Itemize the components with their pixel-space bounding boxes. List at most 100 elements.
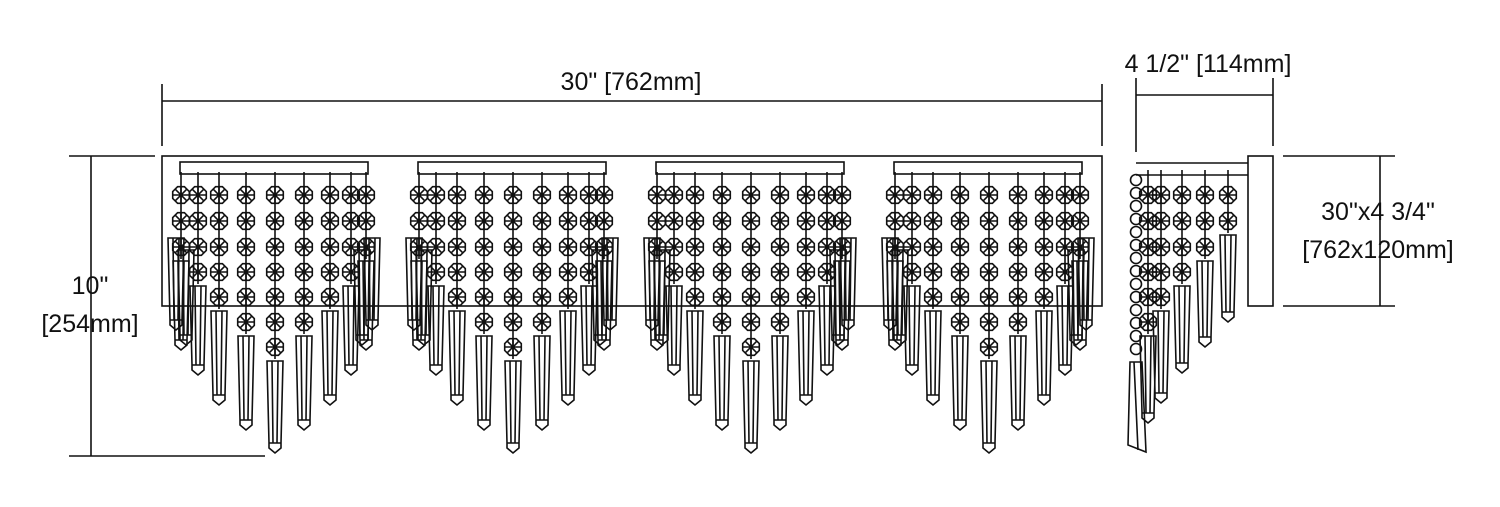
crystal-bead-facets	[1220, 187, 1236, 203]
crystal-bead	[558, 262, 578, 282]
crystal-bead	[923, 185, 943, 205]
crystal-bead-facets	[238, 264, 254, 280]
crystal-bead-facets	[772, 289, 788, 305]
crystal-bead-facets	[173, 187, 189, 203]
crystal-bead	[1008, 287, 1028, 307]
backplate-dimension: 30"x4 3/4" [762x120mm]	[1283, 155, 1454, 307]
crystal-bead	[532, 262, 552, 282]
crystal-bead-facets	[1197, 239, 1213, 255]
crystal-bead-facets	[505, 213, 521, 229]
crystal-bead-facets	[925, 289, 941, 305]
crystal-bead	[320, 185, 340, 205]
crystal-bead	[741, 211, 761, 231]
crystal-bead	[1008, 312, 1028, 332]
crystal-bead-facets	[649, 187, 665, 203]
crystal-bead-facets	[505, 187, 521, 203]
crystal-bead-facets	[581, 239, 597, 255]
crystal-bead	[685, 262, 705, 282]
crystal-bead-facets	[819, 187, 835, 203]
crystal-bead	[741, 237, 761, 257]
crystal-bead	[1055, 185, 1075, 205]
crystal-bead-facets	[476, 314, 492, 330]
crystal-bead-facets	[666, 239, 682, 255]
crystal-bead	[770, 287, 790, 307]
crystal-bead	[1218, 185, 1238, 205]
crystal-bead-facets	[1140, 314, 1156, 330]
crystal-bead-facets	[743, 289, 759, 305]
crystal-bead-facets	[687, 264, 703, 280]
crystal-bead-facets	[211, 264, 227, 280]
crystal-bead-facets	[358, 239, 374, 255]
crystal-bead	[885, 237, 905, 257]
crystal-bead-facets	[267, 314, 283, 330]
crystal-bead-facets	[1036, 187, 1052, 203]
crystal-bead-facets	[743, 264, 759, 280]
crystal-bead-facets	[981, 187, 997, 203]
crystal-bead	[409, 211, 429, 231]
crystal-bead	[265, 312, 285, 332]
crystal-bead	[265, 262, 285, 282]
crystal-bead-facets	[238, 289, 254, 305]
crystal-bead-facets	[296, 213, 312, 229]
crystal-bead-facets	[1036, 264, 1052, 280]
crystal-bead-facets	[952, 187, 968, 203]
crystal-bead-facets	[267, 239, 283, 255]
crystal-bead-facets	[322, 239, 338, 255]
crystal-bead-facets	[1036, 213, 1052, 229]
crystal-bead-facets	[1140, 239, 1156, 255]
crystal-bead	[503, 237, 523, 257]
crystal-bead-facets	[1174, 187, 1190, 203]
crystal-bead	[664, 262, 684, 282]
crystal-pendant	[1152, 310, 1170, 405]
crystal-bead	[685, 237, 705, 257]
crystal-bead	[320, 262, 340, 282]
crystal-bead-facets	[449, 213, 465, 229]
crystal-bead-facets	[714, 264, 730, 280]
crystal-bead-facets	[449, 264, 465, 280]
backplate-label-in: 30"x4 3/4"	[1321, 198, 1435, 226]
side-view	[1127, 155, 1274, 454]
crystal-bead	[1151, 211, 1171, 231]
crystal-bead	[532, 237, 552, 257]
crystal-bead-facets	[798, 289, 814, 305]
crystal-bead	[356, 211, 376, 231]
crystal-bead-facets	[981, 314, 997, 330]
crystal-bead	[923, 262, 943, 282]
crystal-bead-facets	[743, 187, 759, 203]
crystal-bead	[294, 312, 314, 332]
crystal-bead-facets	[190, 187, 206, 203]
crystal-bead-facets	[925, 187, 941, 203]
crystal-bead	[1034, 237, 1054, 257]
crystal-bead	[188, 262, 208, 282]
crystal-bead-facets	[343, 264, 359, 280]
crystal-bead-facets	[666, 213, 682, 229]
crystal-bead	[474, 312, 494, 332]
crystal-bead-facets	[1010, 289, 1026, 305]
crystal-bead	[664, 237, 684, 257]
crystal-bead-facets	[505, 314, 521, 330]
crystal-bead	[426, 262, 446, 282]
chain-link	[1129, 199, 1143, 213]
crystal-bead-facets	[1140, 187, 1156, 203]
crystal-bead-facets	[449, 289, 465, 305]
crystal-bead	[188, 185, 208, 205]
crystal-bead	[1008, 185, 1028, 205]
crystal-bead	[950, 312, 970, 332]
crystal-bead	[209, 185, 229, 205]
crystal-bead-facets	[476, 264, 492, 280]
crystal-bead	[817, 185, 837, 205]
crystal-pendant	[342, 285, 360, 377]
crystal-bead	[171, 185, 191, 205]
crystal-bead	[558, 237, 578, 257]
crystal-pendant	[818, 285, 836, 377]
crystal-bead	[356, 185, 376, 205]
crystal-bead	[741, 312, 761, 332]
crystal-bead	[685, 287, 705, 307]
crystal-bead	[712, 287, 732, 307]
crystal-bead-facets	[560, 239, 576, 255]
height-label-in: 10"	[72, 272, 109, 300]
side-arm	[1136, 162, 1248, 176]
crystal-bead	[950, 287, 970, 307]
crystal-bead-facets	[798, 213, 814, 229]
